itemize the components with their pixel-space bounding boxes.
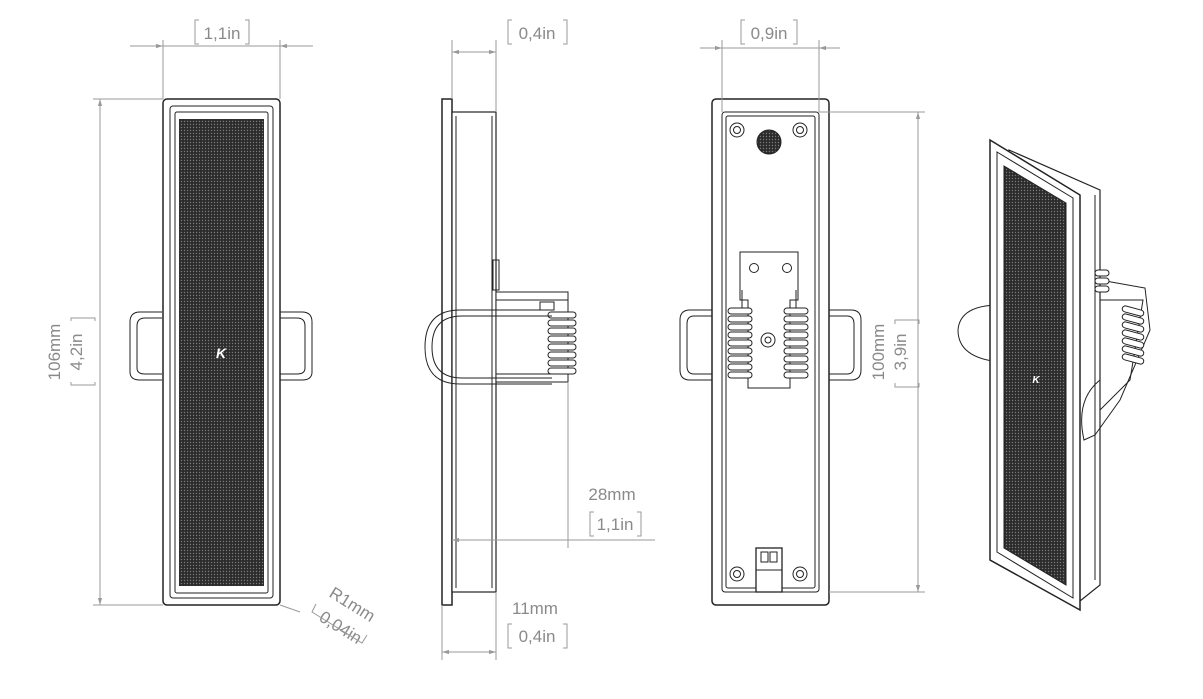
persp-wire-left — [957, 304, 1001, 363]
height-mm-label: 106mm — [45, 324, 64, 381]
inner-height-in-label: 3,9in — [891, 334, 910, 371]
clip-mm-label: 28mm — [588, 485, 635, 504]
perspective-view: K — [957, 138, 1151, 612]
front-clip-right — [280, 311, 313, 381]
front-view: K 1,1in 106mm 4,2in R1mm 0,04in — [45, 19, 378, 648]
clip-in-label: 1,1in — [597, 515, 634, 534]
back-vent — [756, 129, 782, 155]
back-spring-left — [727, 307, 753, 379]
back-clip-left — [679, 309, 712, 381]
front-width-label: 1,1in — [204, 24, 241, 43]
front-grille — [179, 119, 264, 586]
flange-mm-label: 11mm — [512, 599, 558, 618]
back-width-label: 0,9in — [751, 24, 788, 43]
side-body — [451, 111, 497, 593]
side-view: 0,4in 28mm 1,1in 11mm 0,4in — [424, 19, 655, 660]
persp-grille — [1003, 165, 1067, 586]
flange-in-label: 0,4in — [519, 627, 556, 646]
side-flange — [441, 98, 453, 606]
side-spring — [547, 311, 577, 375]
persp-clip — [1081, 279, 1151, 441]
back-clip-right — [829, 309, 862, 381]
back-spring-right — [783, 307, 809, 379]
back-screws — [729, 122, 808, 582]
inner-height-mm-label: 100mm — [869, 324, 888, 381]
front-clip-left — [129, 311, 162, 381]
back-view: 0,9in 100mm 3,9in — [679, 19, 925, 606]
side-depth-label: 0,4in — [519, 24, 556, 43]
back-bracket — [739, 251, 799, 389]
height-in-label: 4,2in — [67, 334, 86, 371]
persp-spring — [1094, 269, 1145, 365]
side-wire-loop — [424, 309, 552, 385]
front-logo: K — [216, 345, 227, 361]
persp-logo: K — [1032, 375, 1040, 386]
